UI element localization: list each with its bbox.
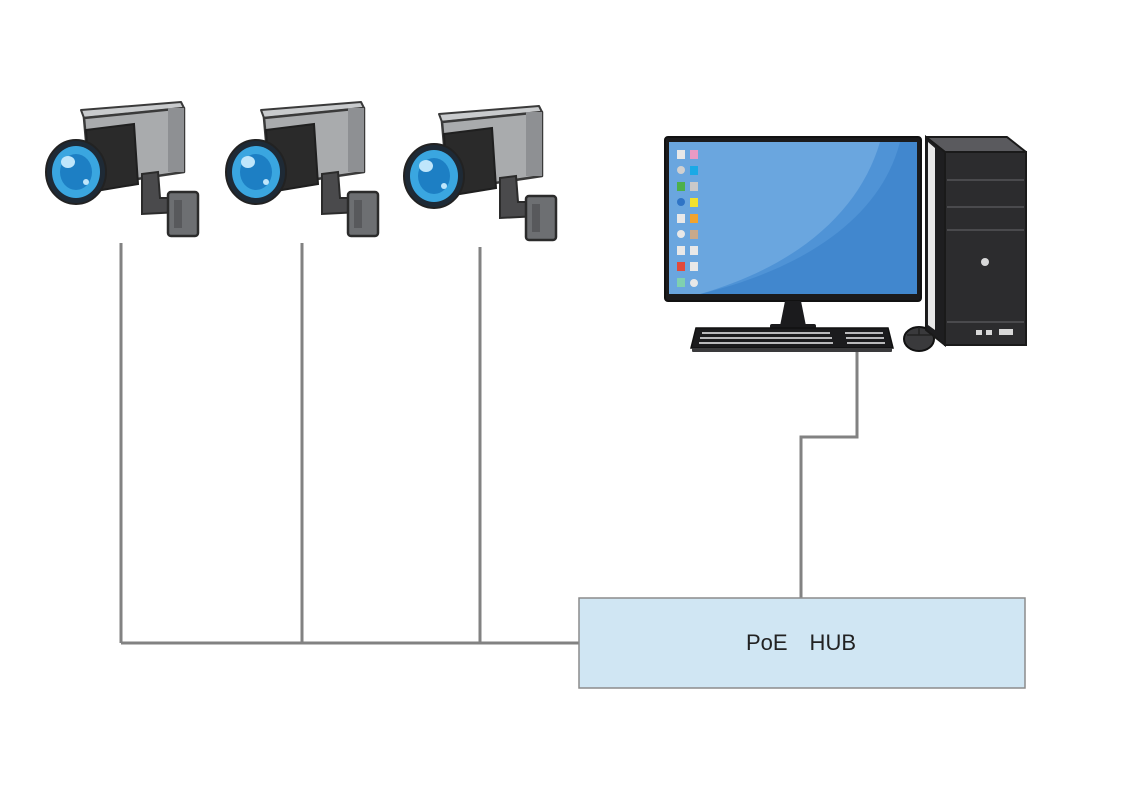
wires bbox=[119, 243, 859, 645]
keyboard-icon bbox=[690, 327, 894, 352]
desktop-monitor-icon bbox=[664, 136, 922, 329]
desktop-icons bbox=[677, 150, 698, 287]
poe-hub-label: PoE HUB bbox=[746, 630, 856, 655]
security-camera-icon bbox=[44, 100, 200, 238]
security-camera-icon bbox=[402, 104, 558, 242]
pc-cable bbox=[799, 350, 859, 598]
poe-hub-box bbox=[578, 597, 1026, 689]
poe-hub: PoE HUB bbox=[578, 597, 1026, 689]
mouse-icon bbox=[903, 326, 935, 352]
pc-tower-icon bbox=[925, 134, 1027, 348]
security-camera-icon bbox=[224, 100, 380, 238]
